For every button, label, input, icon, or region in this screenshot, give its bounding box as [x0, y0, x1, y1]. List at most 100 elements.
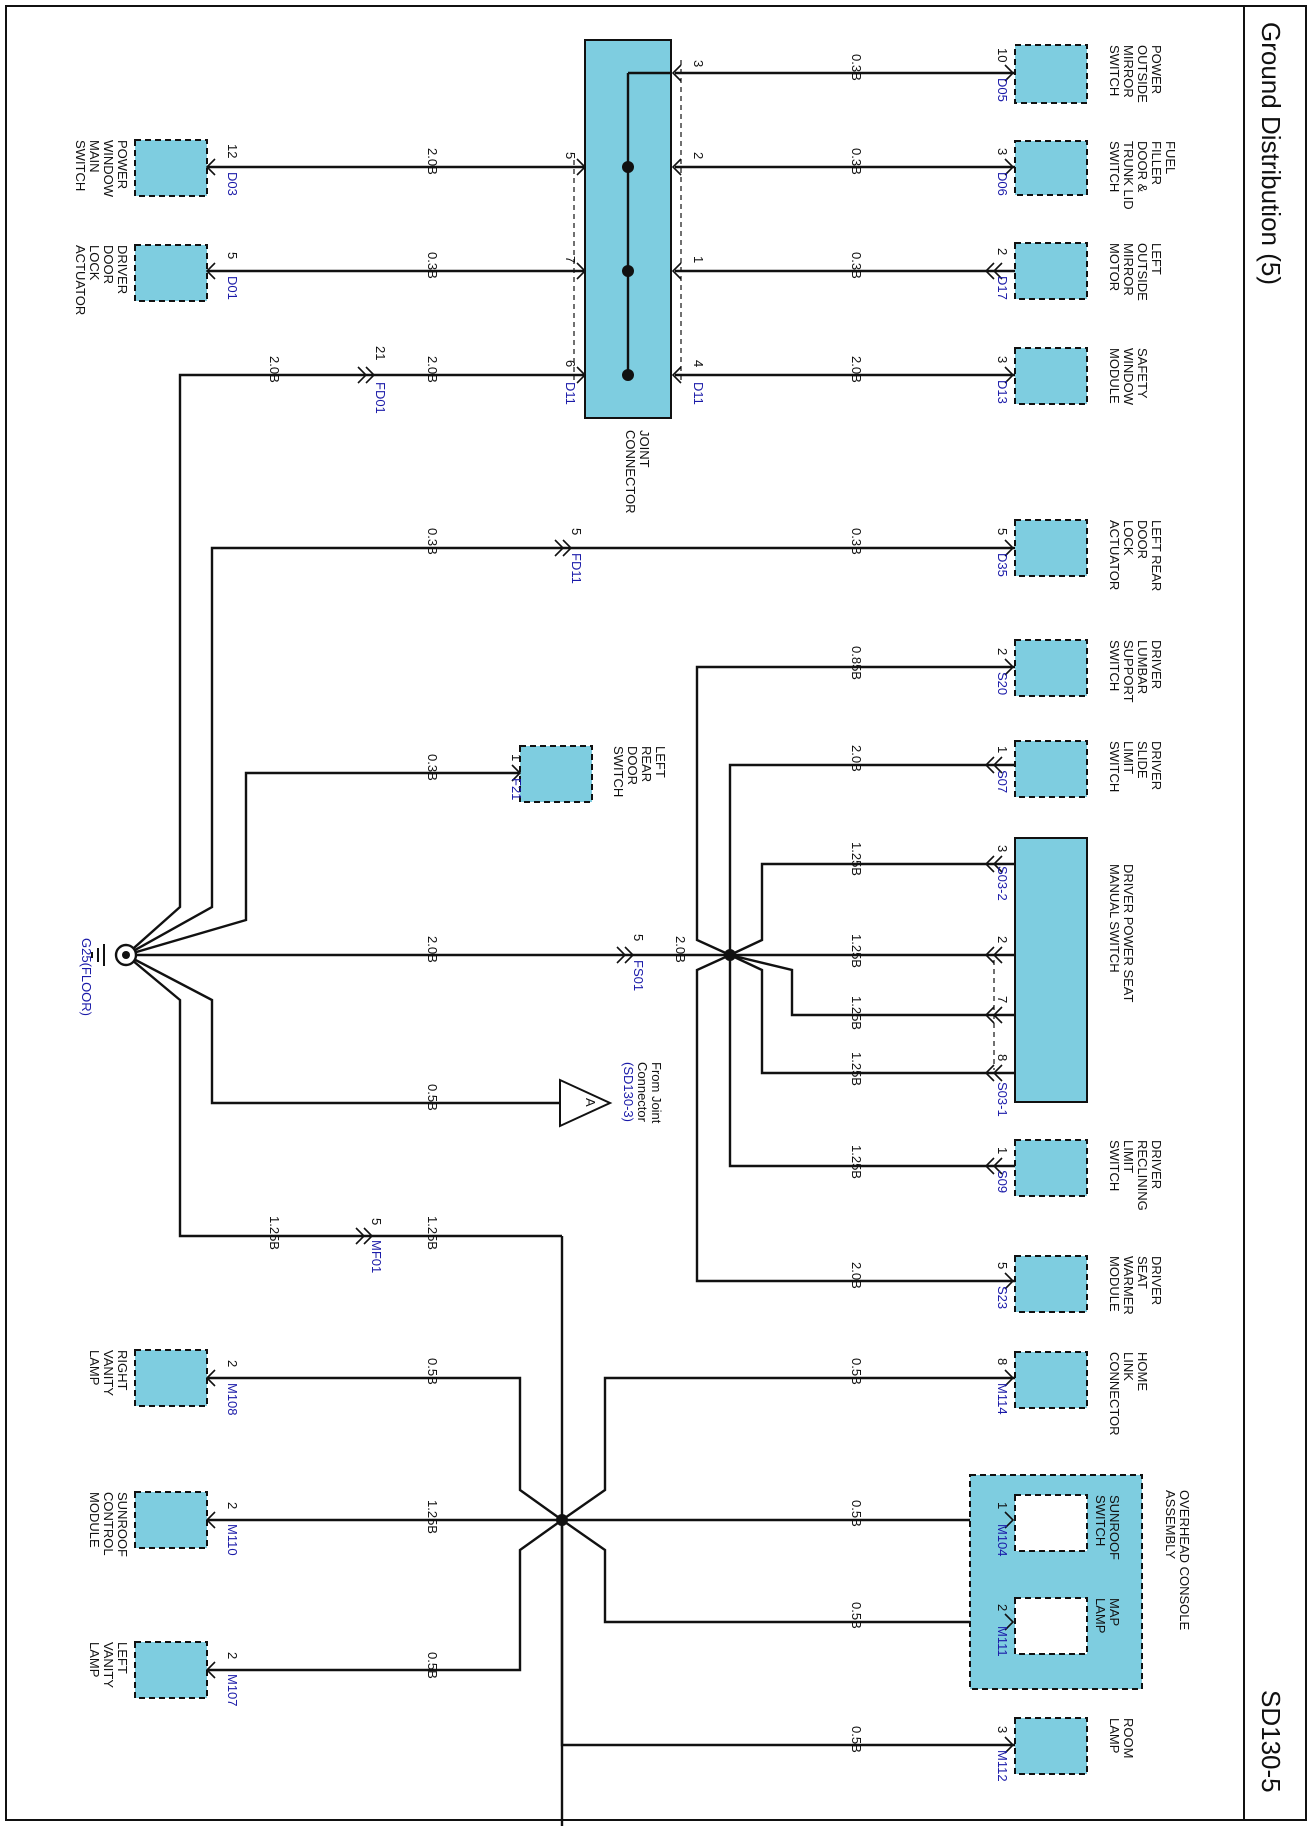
- gauge-labels: 0.3B 0.3B 0.3B 2.0B 0.3B 0.85B 2.0B 1.25…: [267, 54, 864, 1753]
- svg-text:MODULE: MODULE: [1107, 1256, 1122, 1312]
- svg-text:DOOR: DOOR: [625, 746, 640, 785]
- svg-text:DOOR &: DOOR &: [1135, 141, 1150, 193]
- svg-text:0.5B: 0.5B: [425, 1358, 440, 1385]
- svg-text:3: 3: [995, 356, 1010, 363]
- svg-text:5: 5: [995, 528, 1010, 535]
- svg-text:MAIN: MAIN: [87, 140, 102, 173]
- component-left-vanity-lamp: LEFT VANITY LAMP: [87, 1641, 208, 1699]
- svg-text:SWITCH: SWITCH: [1107, 141, 1122, 192]
- connector-symbols: [205, 64, 1015, 1754]
- svg-text:POWER: POWER: [1149, 45, 1164, 94]
- component-driver-lumbar-support-switch: DRIVER LUMBAR SUPPORT SWITCH: [1014, 639, 1164, 703]
- svg-text:LIMIT: LIMIT: [1121, 1140, 1136, 1173]
- svg-text:CONTROL: CONTROL: [101, 1492, 116, 1556]
- svg-text:D05: D05: [995, 78, 1010, 102]
- svg-text:2: 2: [225, 1360, 240, 1367]
- svg-text:3: 3: [995, 1726, 1010, 1733]
- component-driver-door-lock-actuator: DRIVER DOOR LOCK ACTUATOR: [73, 244, 208, 315]
- svg-text:2: 2: [995, 936, 1010, 943]
- svg-text:D13: D13: [995, 380, 1010, 404]
- component-driver-reclining-limit-switch: DRIVER RECLINING LIMIT SWITCH: [1014, 1139, 1164, 1211]
- svg-text:1: 1: [995, 1502, 1010, 1509]
- svg-text:3: 3: [995, 845, 1010, 852]
- ceiling-splice-dot: [556, 1514, 568, 1526]
- svg-text:SUNROOF: SUNROOF: [1107, 1495, 1122, 1560]
- component-left-outside-mirror-motor: LEFT OUTSIDE MIRROR MOTOR: [1014, 242, 1164, 301]
- svg-text:WINDOW: WINDOW: [101, 140, 116, 198]
- svg-text:DRIVER: DRIVER: [1149, 640, 1164, 689]
- joint-connector-label-2: CONNECTOR: [623, 430, 638, 514]
- svg-text:RECLINING: RECLINING: [1135, 1140, 1150, 1211]
- svg-text:0.5B: 0.5B: [849, 1726, 864, 1753]
- svg-text:M108: M108: [225, 1383, 240, 1416]
- svg-text:MANUAL SWITCH: MANUAL SWITCH: [1107, 864, 1122, 973]
- svg-text:D11: D11: [563, 382, 578, 405]
- connector-ids: D05 D06 D17 D13 D35 S20 S07 S03-2 S03-1 …: [225, 78, 1010, 1782]
- svg-text:5: 5: [569, 528, 584, 535]
- component-home-link-connector: HOME LINK CONNECTOR: [1014, 1351, 1150, 1436]
- svg-text:0.3B: 0.3B: [849, 252, 864, 279]
- svg-text:6: 6: [563, 360, 578, 367]
- svg-text:LAMP: LAMP: [1093, 1598, 1108, 1633]
- svg-text:MIRROR: MIRROR: [1121, 45, 1136, 98]
- svg-text:MAP: MAP: [1107, 1598, 1122, 1626]
- svg-text:21: 21: [373, 346, 388, 360]
- svg-text:DRIVER: DRIVER: [1149, 1256, 1164, 1305]
- component-fuel-filler-switch: FUEL FILLER DOOR & TRUNK LID SWITCH: [1014, 140, 1178, 210]
- svg-text:2.0B: 2.0B: [425, 148, 440, 175]
- ground-label: G25(FLOOR): [79, 938, 94, 1016]
- svg-text:LOCK: LOCK: [1121, 520, 1136, 556]
- svg-text:SWITCH: SWITCH: [73, 140, 88, 191]
- svg-text:DRIVER: DRIVER: [1149, 1140, 1164, 1189]
- svg-text:0.3B: 0.3B: [849, 54, 864, 81]
- from-joint-label-1: From Joint: [649, 1062, 664, 1124]
- svg-text:2.0B: 2.0B: [425, 356, 440, 383]
- svg-text:5: 5: [995, 1262, 1010, 1269]
- svg-text:LIMIT: LIMIT: [1121, 741, 1136, 774]
- svg-text:D35: D35: [995, 553, 1010, 577]
- svg-text:1.25B: 1.25B: [849, 1145, 864, 1179]
- svg-text:2.0B: 2.0B: [849, 1262, 864, 1289]
- svg-text:MIRROR: MIRROR: [1121, 243, 1136, 296]
- svg-text:D01: D01: [225, 276, 240, 300]
- svg-text:OVERHEAD CONSOLE: OVERHEAD CONSOLE: [1177, 1490, 1192, 1630]
- joint-connector: JOINT CONNECTOR: [573, 39, 682, 514]
- svg-text:2: 2: [995, 248, 1010, 255]
- svg-text:12: 12: [225, 144, 240, 158]
- svg-text:DRIVER POWER SEAT: DRIVER POWER SEAT: [1121, 864, 1136, 1003]
- svg-text:M104: M104: [995, 1524, 1010, 1557]
- svg-text:ACTUATOR: ACTUATOR: [1107, 520, 1122, 590]
- svg-text:2.0B: 2.0B: [425, 936, 440, 963]
- svg-text:DOOR: DOOR: [1135, 520, 1150, 559]
- svg-text:POWER: POWER: [115, 140, 130, 189]
- svg-text:FS01: FS01: [631, 960, 646, 991]
- svg-text:RIGHT: RIGHT: [115, 1350, 130, 1391]
- component-safety-window-module: SAFETY WINDOW MODULE: [1014, 347, 1150, 406]
- svg-text:MOTOR: MOTOR: [1107, 243, 1122, 291]
- svg-text:2: 2: [225, 1652, 240, 1659]
- component-left-rear-door-switch: LEFT REAR DOOR SWITCH: [519, 745, 668, 803]
- page-frame: [5, 5, 1307, 1821]
- svg-text:LEFT: LEFT: [115, 1642, 130, 1674]
- svg-text:DRIVER: DRIVER: [115, 245, 130, 294]
- svg-text:SWITCH: SWITCH: [1107, 640, 1122, 691]
- svg-text:SWITCH: SWITCH: [1093, 1495, 1108, 1546]
- svg-text:LEFT: LEFT: [653, 746, 668, 778]
- svg-text:M110: M110: [225, 1524, 240, 1556]
- svg-text:M111: M111: [995, 1626, 1010, 1657]
- svg-text:1: 1: [995, 746, 1010, 753]
- svg-text:FD11: FD11: [569, 553, 584, 584]
- from-joint-label-2: Connector: [635, 1062, 650, 1123]
- svg-text:5: 5: [225, 252, 240, 259]
- svg-text:LEFT REAR: LEFT REAR: [1149, 520, 1164, 591]
- svg-text:LAMP: LAMP: [1107, 1718, 1122, 1753]
- svg-text:WINDOW: WINDOW: [1121, 348, 1136, 406]
- svg-text:0.5B: 0.5B: [425, 1084, 440, 1111]
- svg-text:D17: D17: [995, 276, 1010, 300]
- svg-text:SWITCH: SWITCH: [1107, 45, 1122, 96]
- svg-text:ASSEMBLY: ASSEMBLY: [1163, 1490, 1178, 1559]
- svg-text:2.0B: 2.0B: [849, 745, 864, 772]
- svg-text:ACTUATOR: ACTUATOR: [73, 245, 88, 315]
- joint-connector-label-1: JOINT: [637, 430, 652, 468]
- svg-text:LAMP: LAMP: [87, 1642, 102, 1677]
